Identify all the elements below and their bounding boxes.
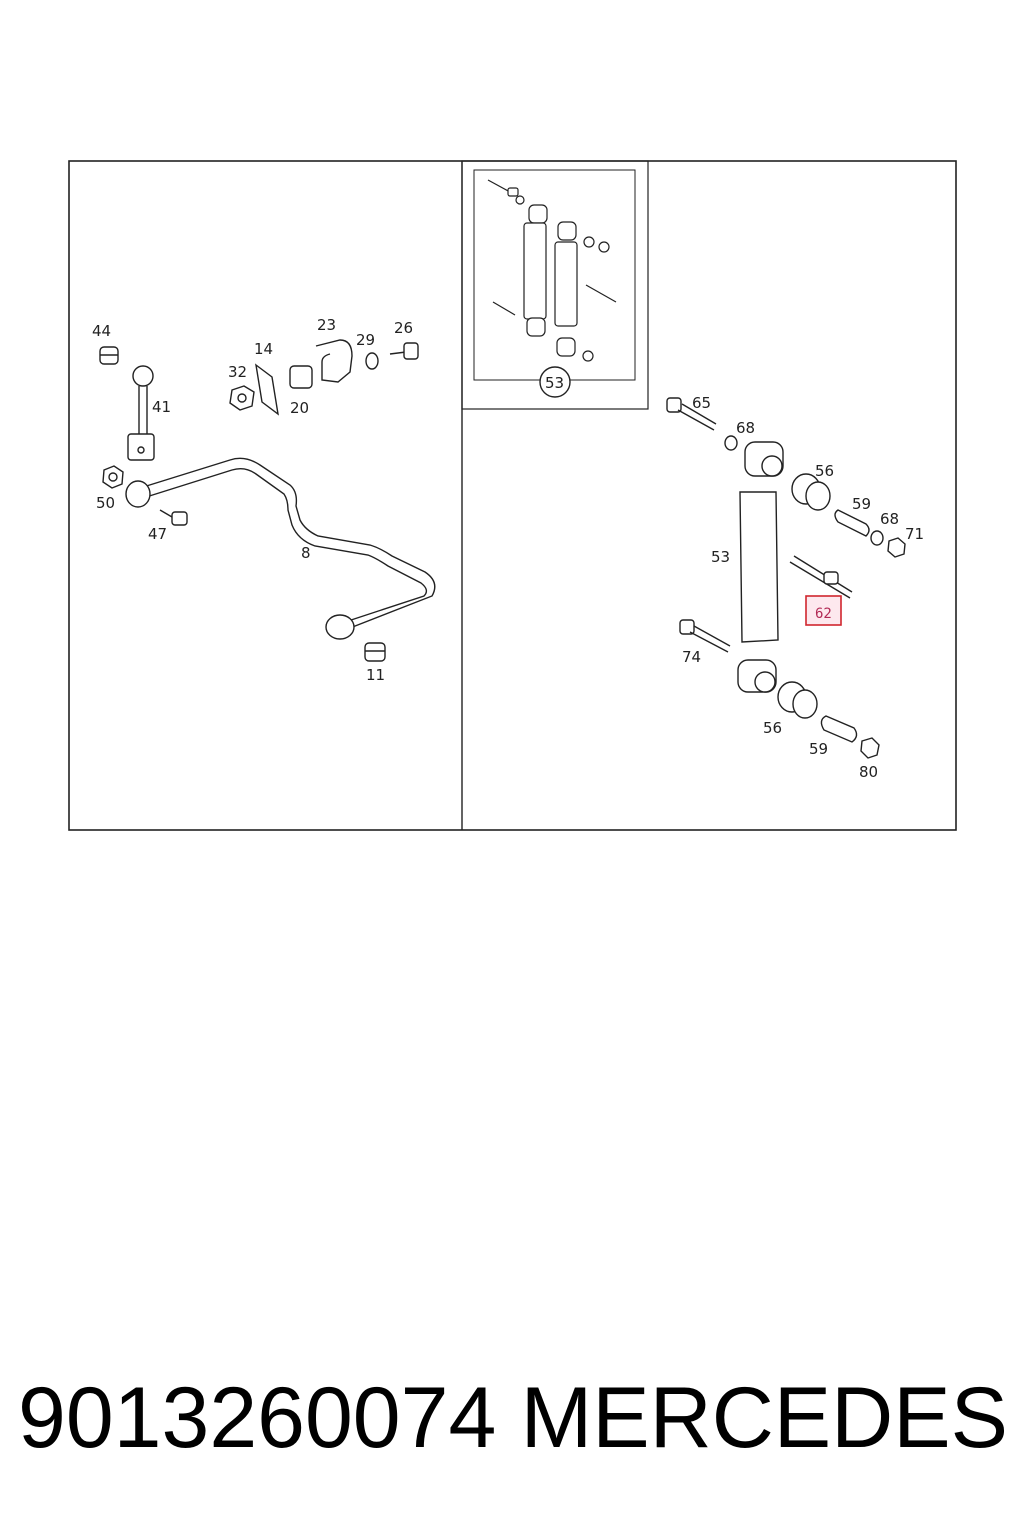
- part-14-plate-icon: [255, 363, 279, 416]
- label-32: 32: [228, 363, 247, 381]
- part-56-bushing-bottom-icon: [777, 681, 818, 719]
- part-44-nut-icon: [99, 346, 119, 365]
- label-62-highlighted: 62: [815, 606, 832, 622]
- brand-name: MERCEDES: [520, 1369, 1008, 1466]
- highlight-box: [805, 595, 842, 626]
- label-59a: 59: [852, 495, 871, 513]
- part-number: 9013260074: [18, 1369, 497, 1466]
- inset-callout-circle: [539, 366, 571, 398]
- label-44: 44: [92, 322, 111, 340]
- caption: 9013260074 MERCEDES: [18, 1368, 1008, 1468]
- part-80-nut-icon: [860, 737, 880, 759]
- label-56a: 56: [815, 462, 834, 480]
- label-29: 29: [356, 331, 375, 349]
- part-53-shock-body-icon: [739, 491, 779, 643]
- label-68a: 68: [736, 419, 755, 437]
- label-11: 11: [366, 666, 385, 684]
- part-65-bolt-icon: [666, 397, 717, 431]
- part-68b-washer-icon: [870, 530, 884, 546]
- part-59-sleeve-top-icon: [834, 509, 870, 537]
- label-53: 53: [711, 548, 730, 566]
- label-68b: 68: [880, 510, 899, 528]
- part-32-nut-icon: [229, 385, 255, 411]
- label-23: 23: [317, 316, 336, 334]
- label-56b: 56: [763, 719, 782, 737]
- label-80: 80: [859, 763, 878, 781]
- part-74-bolt-icon: [679, 619, 731, 653]
- inset-panel: [461, 160, 649, 410]
- part-68-washer-icon: [724, 435, 738, 451]
- label-50: 50: [96, 494, 115, 512]
- label-41: 41: [152, 398, 171, 416]
- label-14: 14: [254, 340, 273, 358]
- stabilizer-assembly: [99, 339, 436, 662]
- bar-end-right-icon: [325, 614, 355, 640]
- label-59b: 59: [809, 740, 828, 758]
- part-56-bushing-top-icon: [791, 473, 831, 511]
- part-59-sleeve-bottom-icon: [820, 715, 858, 743]
- label-53-inset: 53: [545, 374, 564, 392]
- part-26-bolt-icon: [389, 342, 419, 360]
- label-65: 65: [692, 394, 711, 412]
- label-71: 71: [905, 525, 924, 543]
- part-41-link-icon: [127, 365, 155, 461]
- label-74: 74: [682, 648, 701, 666]
- part-71-nut-icon: [887, 537, 906, 558]
- part-47-bolt-icon: [159, 509, 188, 526]
- label-47: 47: [148, 525, 167, 543]
- inset-shock-pair: [487, 179, 617, 362]
- part-50-nut-icon: [102, 465, 124, 489]
- part-62-bolt-icon: [789, 555, 853, 599]
- callout-labels: 44 41 50 47 32 14 20 23 29 26 8 11 53 65…: [92, 316, 924, 781]
- label-8: 8: [301, 544, 311, 562]
- label-26: 26: [394, 319, 413, 337]
- part-11-nut-icon: [364, 642, 386, 662]
- label-20: 20: [290, 399, 309, 417]
- part-20-bush-icon: [289, 365, 313, 389]
- shock-assembly: [666, 397, 906, 759]
- part-8-stabilizer-bar-icon: [139, 457, 436, 629]
- part-29-washer-icon: [365, 352, 379, 370]
- bar-end-left-icon: [125, 480, 151, 508]
- part-23-clamp-icon: [315, 339, 353, 383]
